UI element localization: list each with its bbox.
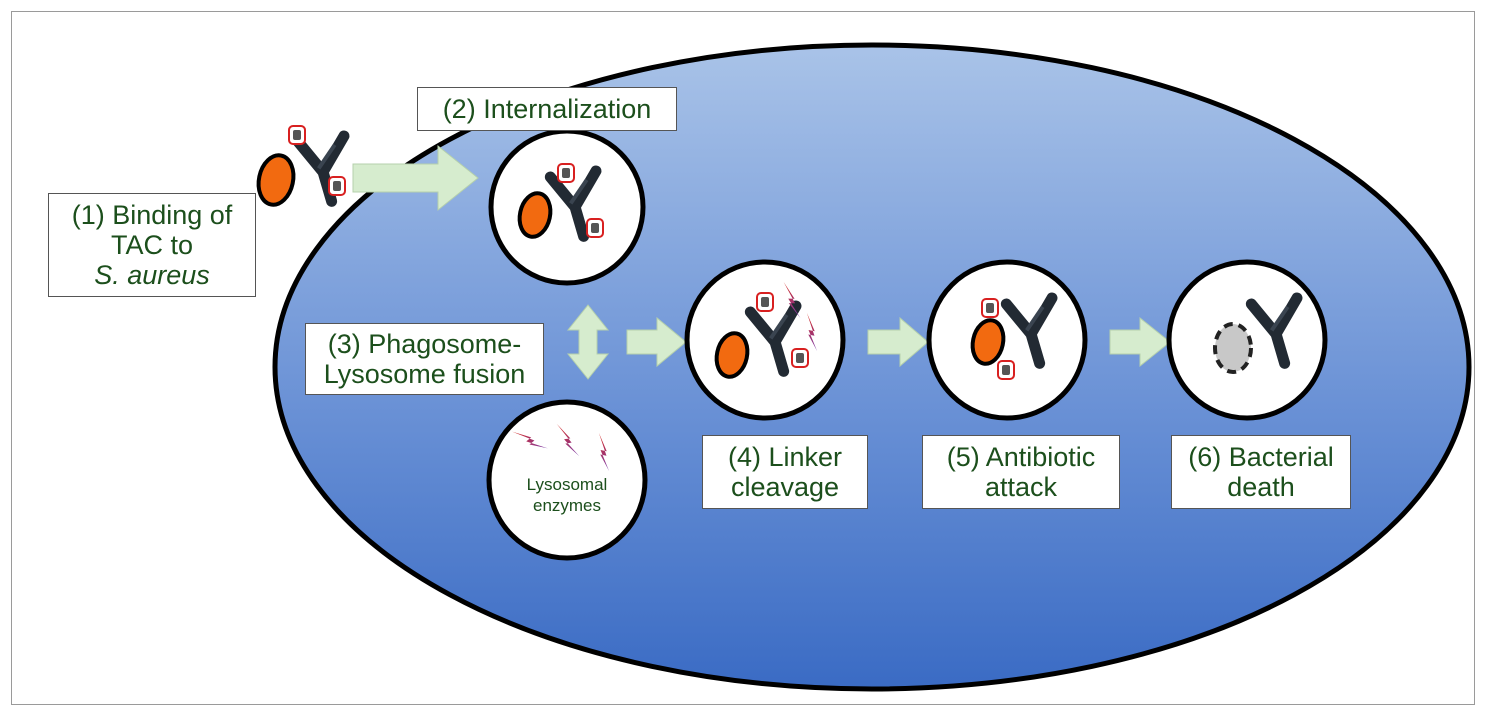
step2-line1: (2) Internalization <box>442 94 652 124</box>
step4-label: (4) Linker cleavage <box>702 435 868 509</box>
tac-bound-bacterium-outside <box>256 125 349 208</box>
step4-line2: cleavage <box>730 472 840 502</box>
step6-label: (6) Bacterial death <box>1171 435 1351 509</box>
step5-line2: attack <box>984 472 1058 502</box>
step1-line2: TAC to <box>110 230 193 260</box>
step1-line1: (1) Binding of <box>71 200 233 230</box>
lysosomal-enzymes-label: Lysosomal enzymes <box>507 474 627 516</box>
arrow-step3-to-step4 <box>626 316 687 368</box>
bacterial-death-circle <box>1166 259 1328 421</box>
arrow-step1-to-step2 <box>352 144 479 212</box>
step4-line1: (4) Linker <box>727 442 843 472</box>
arrow-phagosome-lysosome <box>566 304 610 380</box>
step5-label: (5) Antibiotic attack <box>922 435 1120 509</box>
phagosome-circle <box>488 128 646 286</box>
step3-line2: Lysosome fusion <box>323 359 526 389</box>
figure-frame <box>11 11 1475 705</box>
lysosome-circle <box>486 399 648 561</box>
step1-label: (1) Binding of TAC to S. aureus <box>48 193 256 297</box>
step5-line1: (5) Antibiotic <box>946 442 1096 472</box>
step2-label: (2) Internalization <box>417 87 677 131</box>
arrow-step4-to-step5 <box>867 316 929 368</box>
antibiotic-attack-circle <box>926 259 1088 421</box>
step3-line1: (3) Phagosome- <box>327 329 522 359</box>
step1-line3: S. aureus <box>94 260 210 290</box>
step6-line2: death <box>1227 472 1295 502</box>
step3-label: (3) Phagosome- Lysosome fusion <box>305 323 544 395</box>
linker-cleavage-circle <box>684 259 846 421</box>
step6-line1: (6) Bacterial <box>1188 442 1334 472</box>
lysosome-line1: Lysosomal <box>526 475 608 494</box>
lysosome-line2: enzymes <box>532 496 602 515</box>
arrow-step5-to-step6 <box>1109 316 1171 368</box>
